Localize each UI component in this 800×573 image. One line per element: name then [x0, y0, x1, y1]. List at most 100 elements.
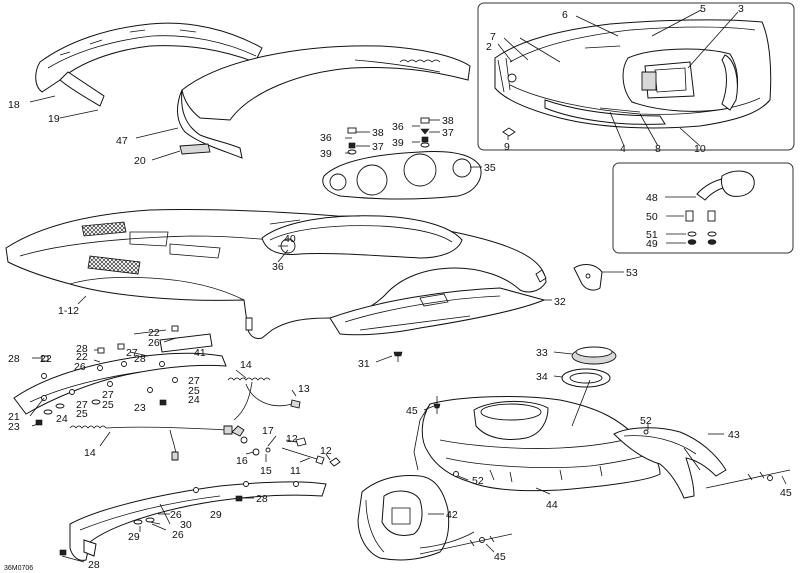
- callout-39a: 39: [320, 148, 332, 160]
- callout-36b: 36: [392, 121, 404, 133]
- callout-42: 42: [446, 509, 458, 521]
- gauge-cluster: [322, 151, 482, 200]
- callout-45b: 45: [780, 487, 792, 499]
- callout-27d: 27: [76, 399, 88, 411]
- callout-29b: 29: [128, 531, 140, 543]
- callout-52a: 52: [472, 475, 484, 487]
- callout-22c: 22: [148, 327, 160, 339]
- callout-28b: 28: [76, 343, 88, 355]
- callout-49: 49: [646, 238, 658, 250]
- tension-spring-lower: [69, 425, 233, 461]
- front-hood-console: [5, 208, 547, 339]
- lower-glovebox-panel: [329, 287, 546, 336]
- callout-37b: 37: [442, 127, 454, 139]
- callout-4: 4: [620, 143, 626, 155]
- drawing-code: 36M0706: [4, 565, 33, 572]
- callout-13: 13: [298, 383, 310, 395]
- screw-31: [393, 351, 403, 362]
- callout-32: 32: [554, 296, 566, 308]
- inset-mirror-detail: [612, 162, 794, 254]
- callout-12b: 12: [320, 445, 332, 457]
- callout-43: 43: [728, 429, 740, 441]
- bracket-53: [573, 264, 603, 291]
- callout-11: 11: [290, 465, 301, 477]
- support-bracket-upper: [13, 333, 227, 415]
- callout-30: 30: [180, 519, 192, 531]
- callout-3: 3: [738, 3, 744, 15]
- lower-support-bracket: [59, 481, 327, 561]
- inset-clip: [502, 127, 516, 137]
- callout-14a: 14: [240, 359, 252, 371]
- callout-22a: 22: [40, 353, 52, 365]
- callout-28c: 28: [134, 353, 146, 365]
- callout-15: 15: [260, 465, 272, 477]
- screw-45-top: [433, 396, 441, 414]
- filler-ring: [561, 368, 611, 388]
- callout-26c: 26: [170, 509, 182, 521]
- callout-26d: 26: [172, 529, 184, 541]
- bottom-access-panel: [357, 475, 513, 561]
- callout-24b: 24: [56, 413, 68, 425]
- callout-27c: 27: [102, 389, 114, 401]
- callout-40: 40: [284, 233, 296, 245]
- callout-31: 31: [358, 358, 370, 370]
- fastener-stack-right: [420, 117, 430, 148]
- callout-38a: 38: [372, 127, 384, 139]
- callout-16: 16: [236, 455, 248, 467]
- callout-23a: 23: [134, 402, 146, 414]
- callout-52b: 52: [640, 415, 652, 427]
- callout-34: 34: [536, 371, 548, 383]
- bolt-column-22: [41, 325, 179, 401]
- callout-36a: 36: [320, 132, 332, 144]
- filler-cap: [571, 346, 617, 365]
- callout-26a: 26: [148, 337, 160, 349]
- windshield-emblem: [179, 143, 211, 155]
- callout-5: 5: [700, 3, 706, 15]
- bolt-column-lower: [35, 399, 167, 426]
- callout-45a: 45: [406, 405, 418, 417]
- latch-pin-assembly: [240, 436, 341, 467]
- callout-8: 8: [655, 143, 661, 155]
- callout-39b: 39: [392, 137, 404, 149]
- callout-41: 41: [194, 347, 206, 359]
- callout-38b: 38: [442, 115, 454, 127]
- side-trim-panel: [613, 427, 791, 499]
- callout-25c: 25: [76, 408, 88, 420]
- callout-6: 6: [562, 9, 568, 21]
- callout-47: 47: [116, 135, 128, 147]
- callout-23b: 23: [8, 421, 20, 433]
- callout-20: 20: [134, 155, 146, 167]
- callout-51: 51: [646, 229, 658, 241]
- callout-48: 48: [646, 192, 658, 204]
- inset-panel-detail: [477, 2, 795, 151]
- callout-19: 19: [48, 113, 60, 125]
- callout-22b: 22: [76, 351, 88, 363]
- callout-28a: 28: [8, 353, 20, 365]
- callout-27b: 27: [188, 375, 200, 387]
- callout-27a: 27: [126, 347, 138, 359]
- callout-21: 21: [8, 411, 20, 423]
- callout-50: 50: [646, 211, 658, 223]
- storage-tub: [413, 379, 661, 492]
- callout-44: 44: [546, 499, 558, 511]
- callout-35: 35: [484, 162, 496, 174]
- windshield-deflector-left: [35, 22, 263, 107]
- callout-14b: 14: [84, 447, 96, 459]
- callout-2: 2: [486, 41, 492, 53]
- callout-28d: 28: [256, 493, 268, 505]
- callout-28e: 28: [88, 559, 100, 571]
- callout-10: 10: [694, 143, 706, 155]
- callout-53: 53: [626, 267, 638, 279]
- callout-9: 9: [504, 141, 510, 153]
- callout-25a: 25: [188, 385, 200, 397]
- tension-spring-upper: [227, 377, 301, 437]
- callout-12a: 12: [286, 433, 298, 445]
- callout-36c: 36: [272, 261, 284, 273]
- callout-33: 33: [536, 347, 548, 359]
- callout-29a: 29: [210, 509, 222, 521]
- callout-18: 18: [8, 99, 20, 111]
- callout-26b: 26: [74, 361, 86, 373]
- windshield-main: [177, 45, 471, 159]
- callout-37a: 37: [372, 141, 384, 153]
